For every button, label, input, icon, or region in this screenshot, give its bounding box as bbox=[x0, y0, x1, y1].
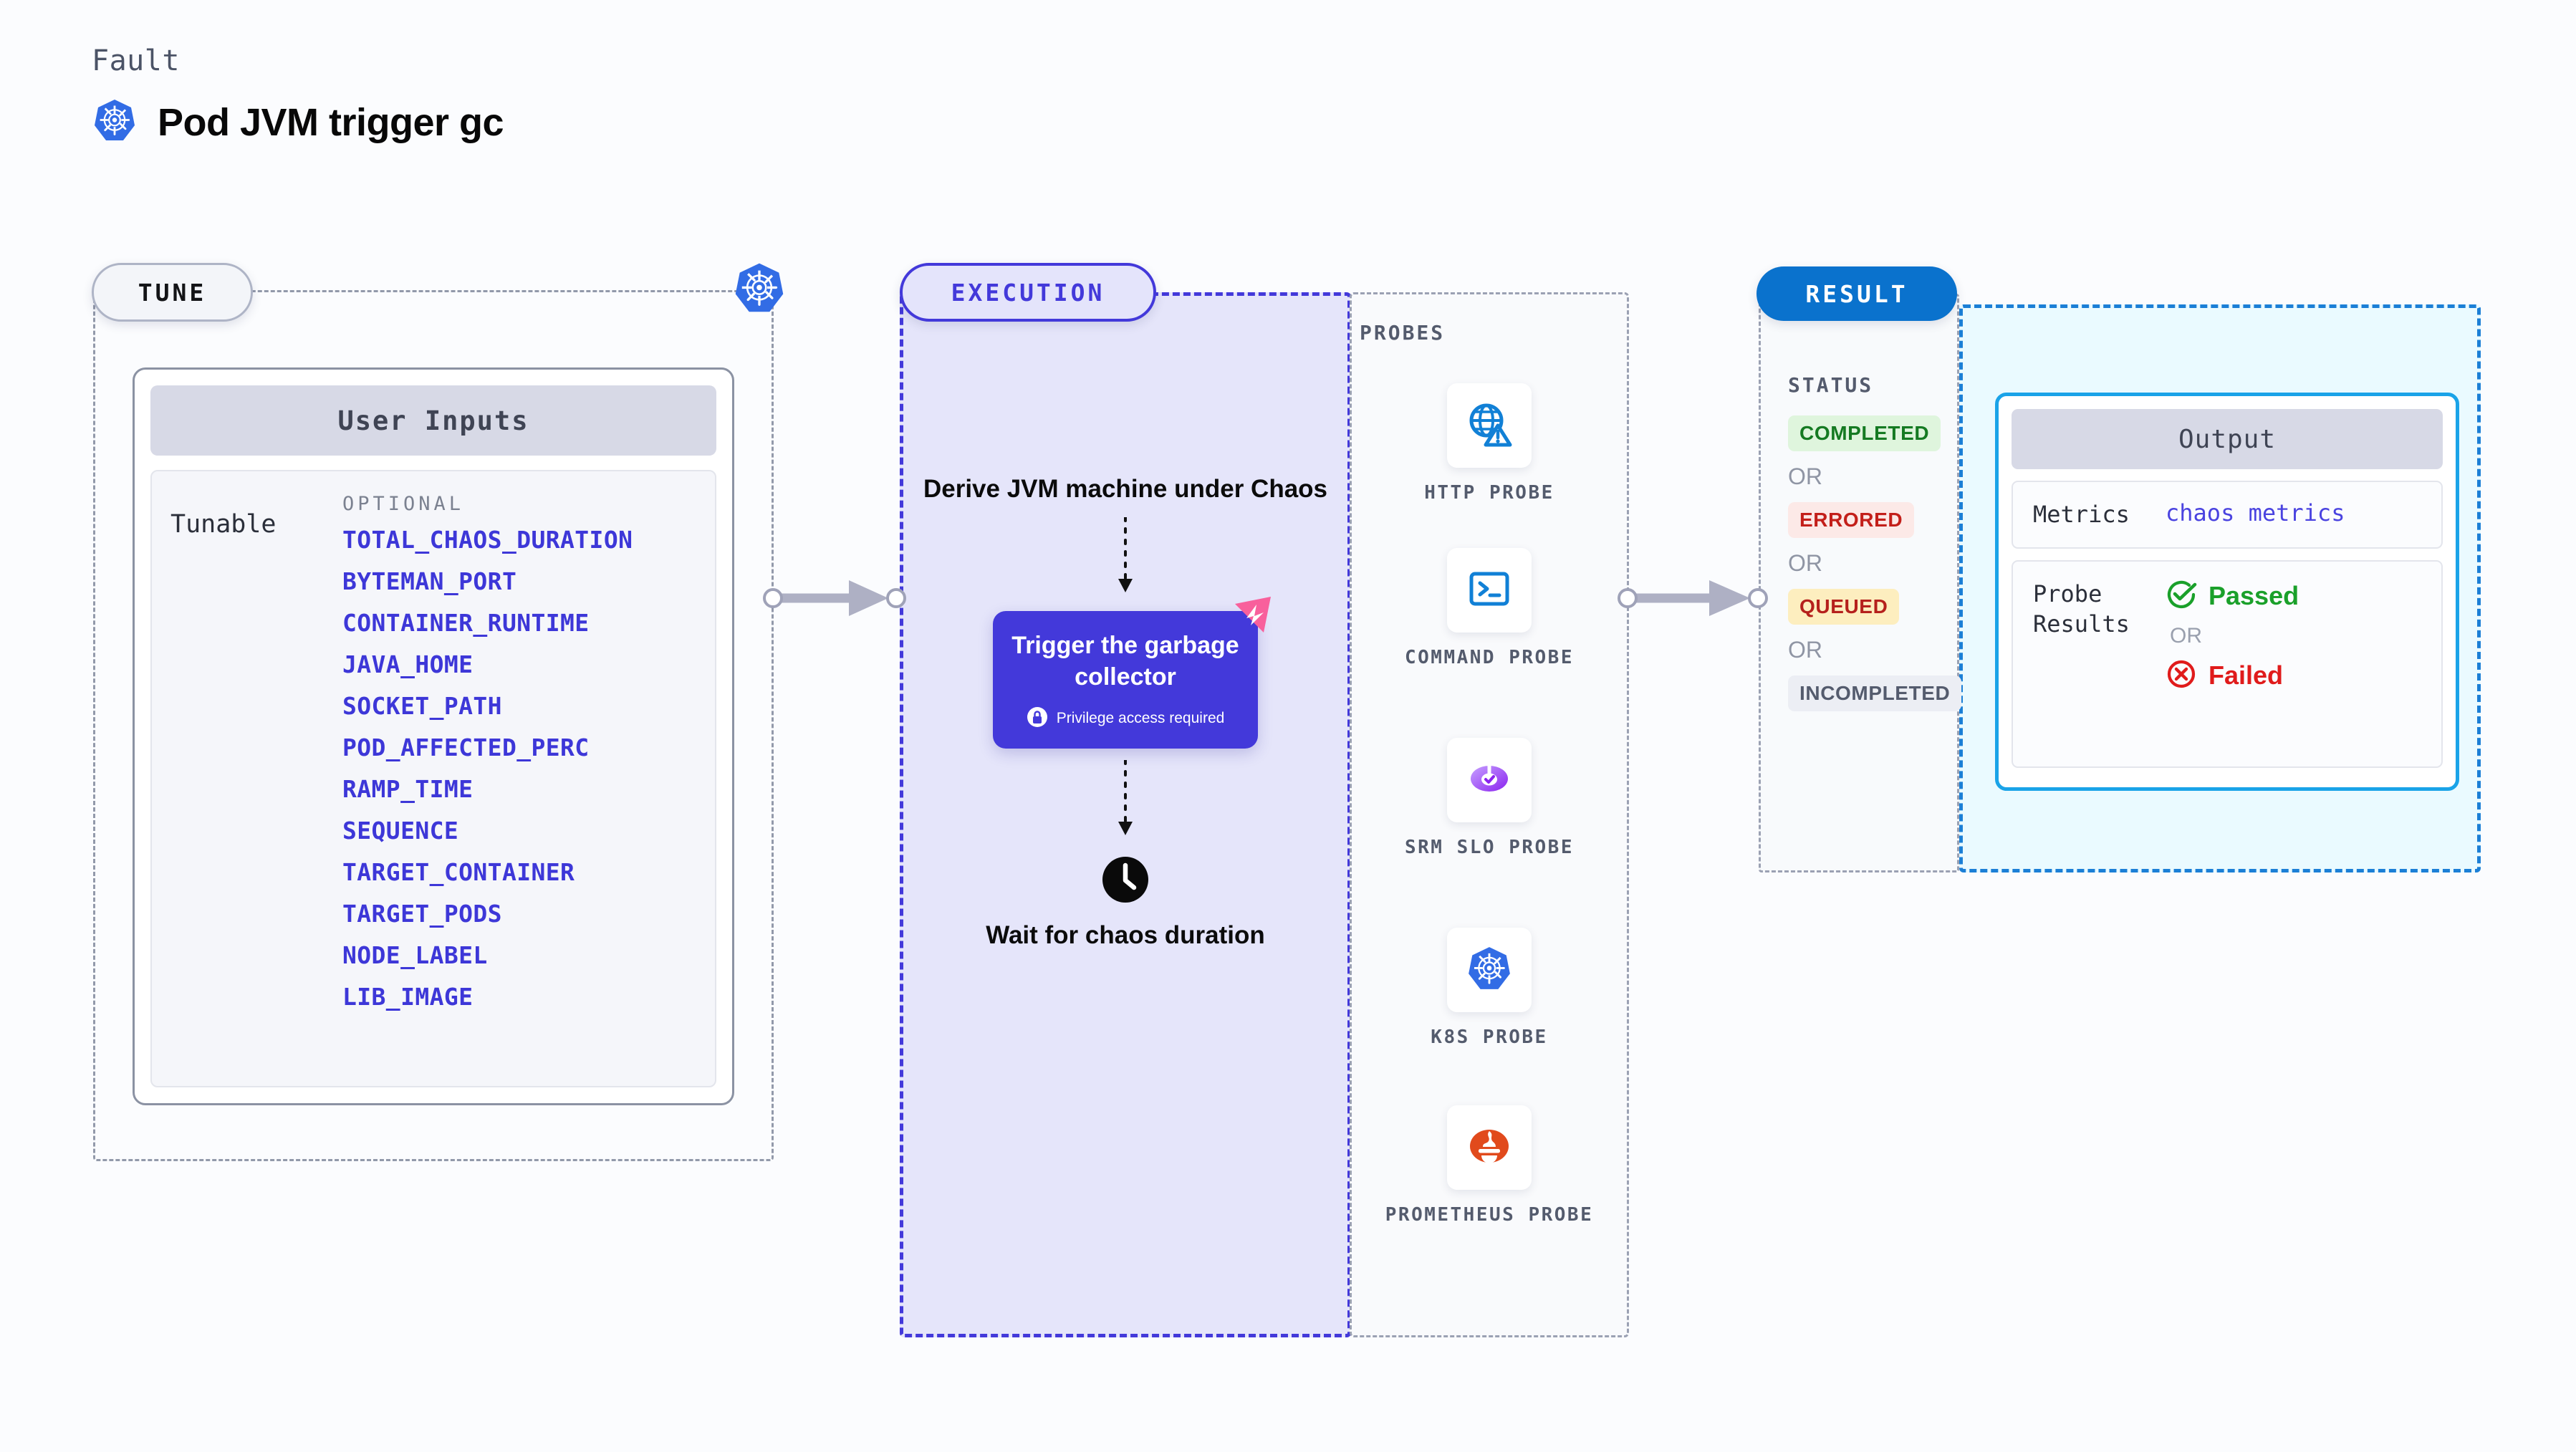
probe-tile-http bbox=[1447, 383, 1532, 468]
probe-result-passed: Passed bbox=[2166, 579, 2299, 614]
probe-tile-k8s bbox=[1447, 928, 1532, 1012]
stage-badge-tune[interactable]: TUNE bbox=[92, 263, 253, 322]
connector-tune-to-execution bbox=[763, 573, 906, 627]
execution-step-trigger-gc[interactable]: Trigger the garbage collector Privilege … bbox=[993, 597, 1271, 749]
probe-label-http: HTTP PROBE bbox=[1424, 482, 1554, 504]
probe-results-values: Passed OR Failed bbox=[2166, 579, 2299, 693]
param-container-runtime[interactable]: CONTAINER_RUNTIME bbox=[342, 609, 590, 637]
output-row-probe-results: Probe Results Passed OR bbox=[2012, 559, 2443, 768]
globe-warning-icon bbox=[1464, 399, 1514, 453]
probe-result-failed: Failed bbox=[2166, 658, 2299, 693]
user-inputs-header: User Inputs bbox=[150, 385, 716, 456]
tunable-param-list: OPTIONAL TOTAL_CHAOS_DURATION BYTEMAN_PO… bbox=[342, 491, 715, 1086]
result-status-panel bbox=[1759, 294, 1959, 872]
param-socket-path[interactable]: SOCKET_PATH bbox=[342, 692, 502, 720]
clock-icon bbox=[1101, 855, 1150, 908]
optional-group-label: OPTIONAL bbox=[342, 493, 465, 515]
probe-label-prometheus: PROMETHEUS PROBE bbox=[1385, 1204, 1594, 1226]
probe-results-key: Probe Results bbox=[2033, 580, 2130, 638]
probe-http[interactable]: HTTP PROBE bbox=[1350, 383, 1629, 506]
page-title: Pod JVM trigger gc bbox=[158, 100, 504, 144]
param-byteman-port[interactable]: BYTEMAN_PORT bbox=[342, 567, 517, 595]
execution-step-derive-jvm: Derive JVM machine under Chaos bbox=[923, 475, 1328, 503]
status-badge-errored: ERRORED bbox=[1788, 502, 1915, 538]
probe-k8s[interactable]: K8S PROBE bbox=[1350, 928, 1629, 1050]
probe-prometheus[interactable]: PROMETHEUS PROBE bbox=[1350, 1105, 1629, 1228]
status-options-list: COMPLETED OR ERRORED OR QUEUED OR INCOMP… bbox=[1788, 415, 1962, 711]
tunable-section: Tunable OPTIONAL TOTAL_CHAOS_DURATION BY… bbox=[150, 470, 716, 1087]
param-lib-image[interactable]: LIB_IMAGE bbox=[342, 983, 474, 1011]
probes-title: PROBES bbox=[1360, 321, 1446, 345]
chaos-flag-icon bbox=[1232, 594, 1274, 639]
privilege-note-text: Privilege access required bbox=[1056, 710, 1225, 727]
user-inputs-card: User Inputs Tunable OPTIONAL TOTAL_CHAOS… bbox=[133, 367, 734, 1105]
lock-icon bbox=[1027, 706, 1048, 731]
page-header: Fault bbox=[92, 44, 504, 147]
kubernetes-icon bbox=[92, 97, 138, 147]
kubernetes-icon bbox=[1466, 945, 1513, 996]
status-badge-queued: QUEUED bbox=[1788, 589, 1900, 625]
probe-srm-slo[interactable]: SRM SLO PROBE bbox=[1350, 738, 1629, 860]
execution-panel bbox=[900, 292, 1351, 1337]
execution-flow: Derive JVM machine under Chaos Trigger t… bbox=[900, 473, 1351, 952]
privilege-note: Privilege access required bbox=[1009, 706, 1242, 731]
probe-tile-srm-slo bbox=[1447, 738, 1532, 822]
probe-label-srm-slo: SRM SLO PROBE bbox=[1405, 837, 1574, 858]
execution-step-wait-duration: Wait for chaos duration bbox=[986, 920, 1265, 949]
probe-command[interactable]: COMMAND PROBE bbox=[1350, 548, 1629, 670]
output-row-metrics: Metrics chaos metrics bbox=[2012, 481, 2443, 549]
probe-failed-label: Failed bbox=[2209, 660, 2284, 691]
param-java-home[interactable]: JAVA_HOME bbox=[342, 650, 474, 678]
terminal-icon bbox=[1464, 564, 1514, 617]
param-pod-affected-perc[interactable]: POD_AFFECTED_PERC bbox=[342, 734, 590, 761]
probe-tile-prometheus bbox=[1447, 1105, 1532, 1190]
prometheus-icon bbox=[1464, 1121, 1514, 1175]
tune-panel bbox=[93, 290, 774, 1161]
connector-execution-to-result bbox=[1618, 573, 1768, 627]
status-badge-completed: COMPLETED bbox=[1788, 415, 1941, 451]
param-node-label[interactable]: NODE_LABEL bbox=[342, 941, 488, 969]
status-or-1: OR bbox=[1788, 463, 1822, 489]
tunable-label: Tunable bbox=[170, 510, 277, 539]
metrics-value[interactable]: chaos metrics bbox=[2166, 499, 2345, 527]
probe-label-command: COMMAND PROBE bbox=[1405, 647, 1574, 668]
output-card: Output Metrics chaos metrics Probe Resul… bbox=[1995, 393, 2459, 791]
param-ramp-time[interactable]: RAMP_TIME bbox=[342, 775, 474, 803]
stage-badge-result[interactable]: RESULT bbox=[1756, 266, 1957, 321]
fault-kicker: Fault bbox=[92, 44, 180, 77]
stage-badge-execution[interactable]: EXECUTION bbox=[900, 263, 1156, 322]
probe-label-k8s: K8S PROBE bbox=[1431, 1027, 1548, 1048]
probe-result-or: OR bbox=[2170, 623, 2202, 648]
output-header: Output bbox=[2012, 409, 2443, 469]
status-or-3: OR bbox=[1788, 637, 1822, 663]
status-badge-incompleted: INCOMPLETED bbox=[1788, 675, 1962, 711]
param-total-chaos-duration[interactable]: TOTAL_CHAOS_DURATION bbox=[342, 526, 633, 554]
trigger-gc-title: Trigger the garbage collector bbox=[1011, 632, 1239, 691]
dotted-arrow-down-icon-2 bbox=[1115, 758, 1136, 842]
srm-slo-icon bbox=[1464, 754, 1514, 807]
check-circle-icon bbox=[2166, 579, 2197, 614]
param-target-pods[interactable]: TARGET_PODS bbox=[342, 900, 502, 928]
param-target-container[interactable]: TARGET_CONTAINER bbox=[342, 858, 575, 886]
probe-tile-command bbox=[1447, 548, 1532, 633]
status-or-2: OR bbox=[1788, 550, 1822, 576]
status-title: STATUS bbox=[1788, 373, 1874, 397]
title-row: Pod JVM trigger gc bbox=[92, 97, 504, 147]
x-circle-icon bbox=[2166, 658, 2197, 693]
dotted-arrow-down-icon bbox=[1115, 516, 1136, 600]
metrics-key: Metrics bbox=[2033, 501, 2130, 528]
kubernetes-icon bbox=[732, 261, 787, 319]
probe-passed-label: Passed bbox=[2209, 581, 2299, 611]
param-sequence[interactable]: SEQUENCE bbox=[342, 817, 459, 845]
